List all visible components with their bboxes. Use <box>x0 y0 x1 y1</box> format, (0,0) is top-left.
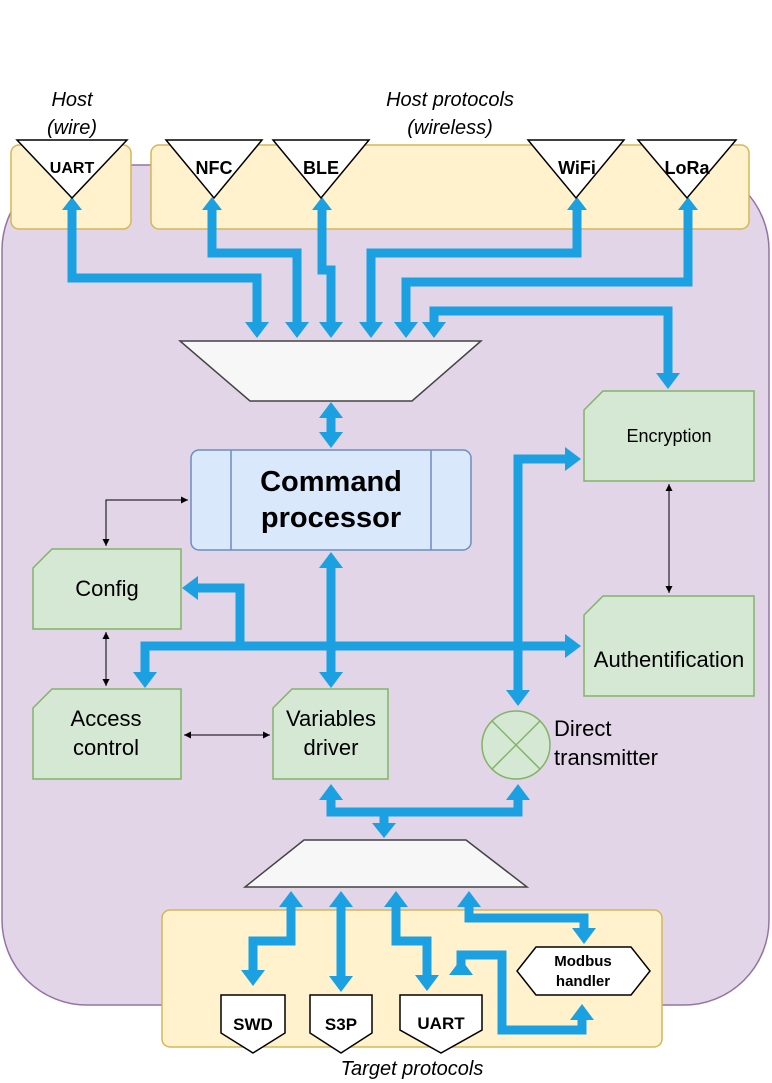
access-control-block <box>32 688 182 780</box>
arrow-swd <box>248 907 296 970</box>
arrow-dt-encryption <box>513 454 565 690</box>
modbus-handler-label-line2: handler <box>556 973 610 990</box>
command-processor <box>190 449 472 551</box>
host-multiplexer <box>177 340 484 402</box>
host-port-ble <box>271 139 371 200</box>
variables-driver-block <box>272 688 389 780</box>
direct-transmitter-label-line1: Direct <box>554 716 611 741</box>
arrow-encryption-mux <box>429 306 673 373</box>
target-port-uart <box>399 994 483 1054</box>
arrow-var-dt-lower <box>326 800 523 817</box>
arrow-bus-config <box>198 583 245 646</box>
target-port-uart-label: UART <box>417 1014 465 1033</box>
command-processor-label-line1: Command <box>260 466 402 498</box>
host-wire-label-line1: Host <box>51 89 94 111</box>
variables-driver-label-line2: driver <box>303 735 358 760</box>
host-port-nfc-label: NFC <box>196 158 233 178</box>
command-processor-label-line2: processor <box>261 502 401 534</box>
arrow-ble <box>317 210 336 322</box>
arrow-lora <box>401 210 693 322</box>
access-control-label-line1: Access <box>71 706 142 731</box>
host-port-uart-label: UART <box>50 160 95 177</box>
config-label: Config <box>75 576 139 601</box>
host-port-nfc <box>164 139 264 200</box>
target-port-s3p <box>309 994 373 1054</box>
target-protocols-label: Target protocols <box>341 1058 484 1080</box>
direct-transmitter-label-line2: transmitter <box>554 745 658 770</box>
host-wire-label-line2: (wire) <box>47 117 97 139</box>
arrow-modbus <box>464 907 589 928</box>
encryption-block <box>583 390 755 482</box>
host-port-lora <box>636 139 738 200</box>
encryption-label: Encryption <box>626 426 711 446</box>
target-multiplexer <box>242 839 530 888</box>
arrow-uart-host <box>67 210 262 322</box>
arrow-uart-target <box>391 907 432 975</box>
link-cmd-config <box>102 496 188 546</box>
bus-horizontal <box>140 641 565 672</box>
host-wireless-label-line2: (wireless) <box>407 117 493 139</box>
host-port-lora-label: LoRa <box>665 158 711 178</box>
arrow-wifi <box>366 210 582 322</box>
host-port-uart <box>15 139 129 200</box>
arrow-modbus-uart <box>456 950 587 1035</box>
host-port-wifi-label: WiFi <box>558 158 596 178</box>
host-port-ble-label: BLE <box>303 158 339 178</box>
target-port-swd <box>220 994 286 1054</box>
modbus-handler <box>516 946 651 996</box>
variables-driver-label-line1: Variables <box>286 706 376 731</box>
modbus-handler-label-line1: Modbus <box>554 953 612 970</box>
target-port-s3p-label: S3P <box>325 1015 357 1034</box>
host-port-wifi <box>526 139 626 200</box>
access-control-label-line2: control <box>73 735 139 760</box>
config-block <box>32 548 182 630</box>
arrow-nfc <box>207 210 302 322</box>
authentification-label: Authentification <box>594 647 744 672</box>
host-wireless-label-line1: Host protocols <box>386 89 514 111</box>
target-port-swd-label: SWD <box>233 1015 273 1034</box>
authentification-block <box>583 595 755 697</box>
